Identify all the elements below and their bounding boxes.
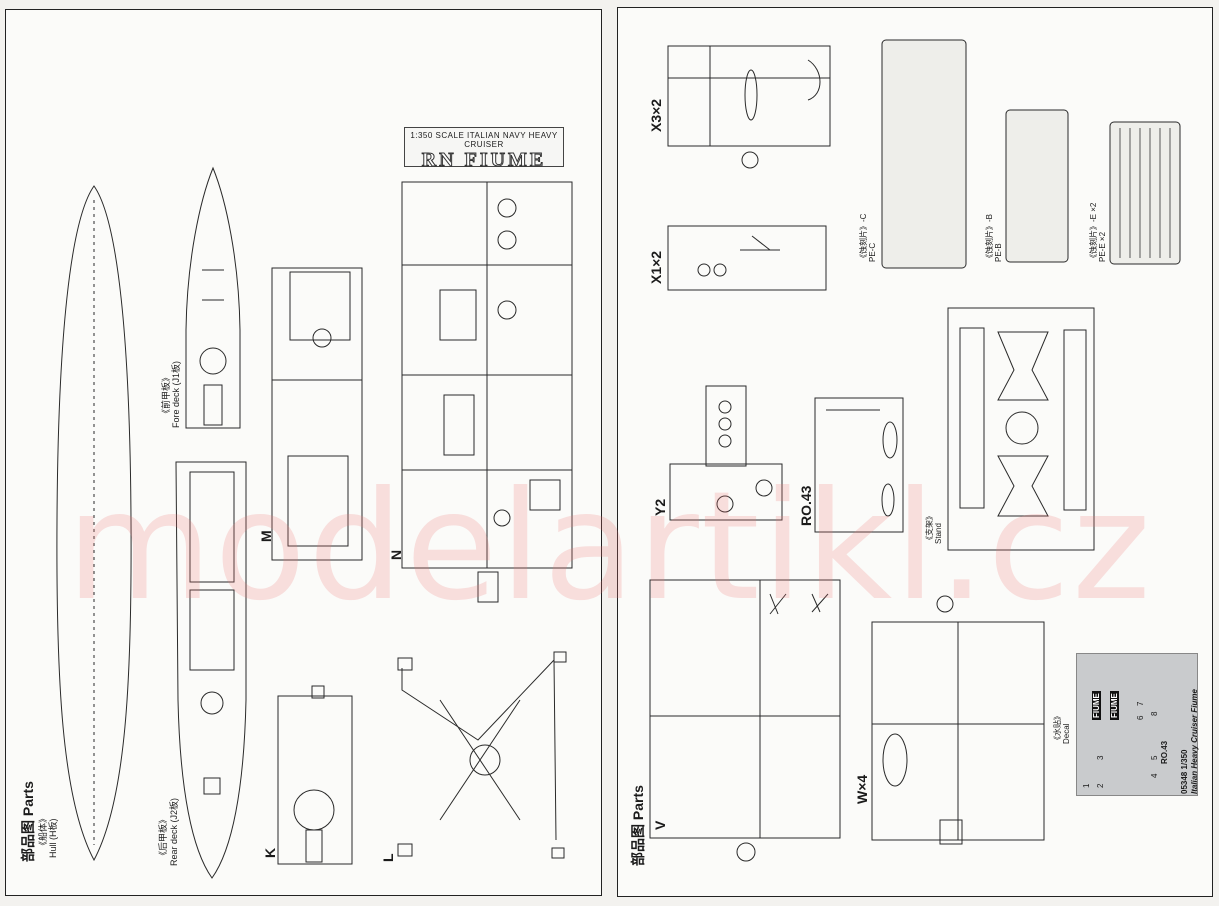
sprue-k-letter: K [262, 847, 278, 858]
pe-c-fret [881, 39, 967, 269]
decal-num-2: 2 [1096, 783, 1105, 788]
sprue-l-frame [401, 658, 557, 841]
hull-label-en: Hull (H板) [48, 818, 58, 859]
hull-outline [56, 185, 132, 862]
decal-name-1: FIUME [1092, 691, 1101, 720]
fore-deck-turret [199, 347, 227, 375]
sprue-l-letter: L [380, 853, 396, 862]
decal-num-4: 4 [1150, 773, 1159, 778]
sprue-k-frame [277, 695, 353, 865]
title-name: RN FIUME [421, 149, 547, 172]
pe-b-fret [1005, 109, 1069, 263]
decal-label-en: Decal [1062, 723, 1071, 744]
decal-num-7: 7 [1136, 701, 1145, 706]
decal-num-6: 6 [1136, 715, 1145, 720]
sprue-x3-frame [667, 45, 831, 147]
decal-num-8: 8 [1150, 711, 1159, 716]
sprue-y-frame [705, 385, 747, 467]
decal-name-2: FIUME [1110, 691, 1119, 720]
rear-deck-turret [200, 691, 224, 715]
decal-num-3: 3 [1096, 755, 1105, 760]
sprue-v-label: V [652, 820, 668, 830]
decal-num-5: 5 [1150, 755, 1159, 760]
pe-e-fret [1109, 121, 1181, 265]
fore-deck-outline [185, 166, 241, 429]
sprue-y-label: Y2 [652, 498, 668, 516]
sprue-ro43-label: RO.43 [798, 485, 814, 526]
sprue-w-label: W×4 [854, 774, 870, 804]
sprue-v-frame [649, 579, 841, 839]
title-scale: 1:350 SCALE ITALIAN NAVY HEAVY CRUISER [410, 131, 558, 149]
sprue-x1-label: X1×2 [648, 250, 664, 284]
sprue-m-letter: M [258, 530, 274, 542]
pe-e-label-en: PE-E ×2 [1098, 231, 1107, 262]
sprue-n-letter: N [388, 549, 404, 560]
decal-num-1: 1 [1082, 783, 1091, 788]
pe-c-label-en: PE-C [868, 242, 877, 262]
decal-kit-name: Italian Heavy Cruiser Fiume [1190, 689, 1199, 794]
rear-deck-outline [175, 461, 247, 879]
sprue-m-frame [271, 267, 363, 561]
fore-deck-label-en: Fore deck (J1板) [171, 360, 181, 428]
decal-sheet [1076, 653, 1198, 796]
sprue-ro43-frame [814, 397, 904, 533]
right-heading: 部品图 Parts [630, 785, 646, 866]
decal-ro43: RO.43 [1160, 740, 1169, 764]
decal-kit-no: 05348 1/350 [1180, 749, 1189, 795]
rear-deck-label-en: Rear deck (J2板) [169, 797, 179, 866]
sprue-x1-frame [667, 225, 827, 291]
stand-frame [947, 307, 1095, 551]
stand-label-en: Stand [934, 523, 943, 544]
pe-b-label-en: PE-B [994, 243, 1003, 262]
left-heading: 部品图 Parts [20, 781, 36, 862]
sprue-x3-label: X3×2 [648, 98, 664, 132]
title-box: 1:350 SCALE ITALIAN NAVY HEAVY CRUISER R… [404, 127, 564, 172]
